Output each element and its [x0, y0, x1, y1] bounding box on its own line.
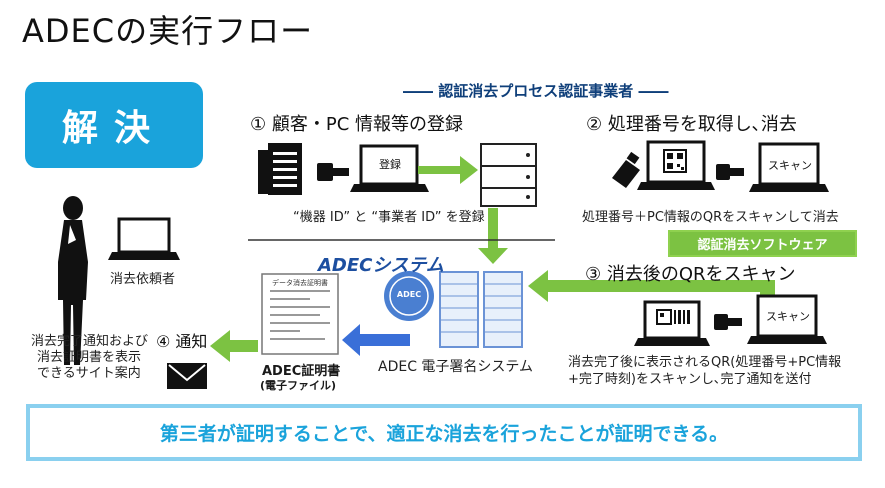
envelope-icon — [167, 363, 207, 389]
software-label: 認証消去ソフトウェア — [668, 230, 857, 257]
step3-heading: ③ 消去後のQRをスキャン — [585, 264, 796, 285]
laptop-icon — [747, 294, 827, 344]
step2-heading: ② 処理番号を取得し､消去 — [586, 114, 797, 135]
step4-caption-line1: 消去完了通知および — [31, 334, 149, 349]
requester-label: 消去依頼者 — [110, 272, 176, 287]
cable-plug-icon — [714, 314, 742, 330]
step3-screen-label: スキャン — [766, 310, 810, 323]
qr-code-icon — [663, 149, 687, 173]
person-phone-icon — [58, 196, 88, 365]
server-icon — [480, 143, 537, 207]
seal-text: ADEC — [396, 290, 422, 299]
qr-code-icon — [656, 309, 690, 325]
step4-caption-line3: できるサイト案内 — [37, 366, 141, 381]
step4-heading: ④ 通知 — [156, 332, 208, 351]
laptop-icon — [749, 142, 829, 192]
seal-icon — [384, 271, 434, 321]
page-title: ADECの実行フロー — [22, 12, 314, 50]
system-heading: ADECシステム — [318, 255, 444, 276]
arrow-to-certificate — [342, 324, 410, 356]
laptop-icon — [637, 140, 715, 190]
system-caption: ADEC 電子署名システム — [378, 359, 534, 375]
certificate-subtitle: (電子ファイル) — [260, 379, 337, 392]
certificate-doc-header: データ消去証明書 — [272, 279, 328, 287]
step4-caption-line2: 消去証明書を表示 — [37, 350, 142, 365]
usb-stick-icon — [612, 151, 640, 188]
step2-screen-label: スキャン — [768, 159, 812, 172]
laptop-icon — [350, 144, 429, 192]
step1-caption: “機器 ID” と “事業者 ID” を登録 — [293, 210, 485, 225]
solution-badge: 解決 — [25, 82, 203, 168]
certificate-title: ADEC証明書 — [262, 364, 341, 379]
arrow-server-down — [478, 208, 508, 264]
document-icon — [258, 143, 302, 195]
arrow-to-server — [418, 156, 478, 184]
certificate-icon — [261, 273, 339, 355]
step1-heading: ① 顧客・PC 情報等の登録 — [250, 114, 464, 135]
arrow-to-notice — [210, 330, 258, 362]
arrow-step3 — [528, 270, 775, 320]
server-icon — [439, 271, 523, 348]
step1-screen-label: 登録 — [379, 158, 401, 171]
conclusion-banner: 第三者が証明することで、適正な消去を行ったことが証明できる。 — [26, 404, 862, 461]
process-heading: ―― 認証消去プロセス認証事業者 ―― — [403, 82, 669, 100]
laptop-icon — [108, 217, 180, 260]
step2-caption: 処理番号＋PC情報のQRをスキャンして消去 — [582, 210, 839, 225]
step3-caption-line1: 消去完了後に表示されるQR(処理番号+PC情報 — [568, 355, 842, 370]
step3-caption-line2: +完了時刻)をスキャンし､完了通知を送付 — [568, 372, 812, 387]
cable-plug-icon — [317, 163, 349, 181]
cable-plug-icon — [716, 164, 744, 180]
